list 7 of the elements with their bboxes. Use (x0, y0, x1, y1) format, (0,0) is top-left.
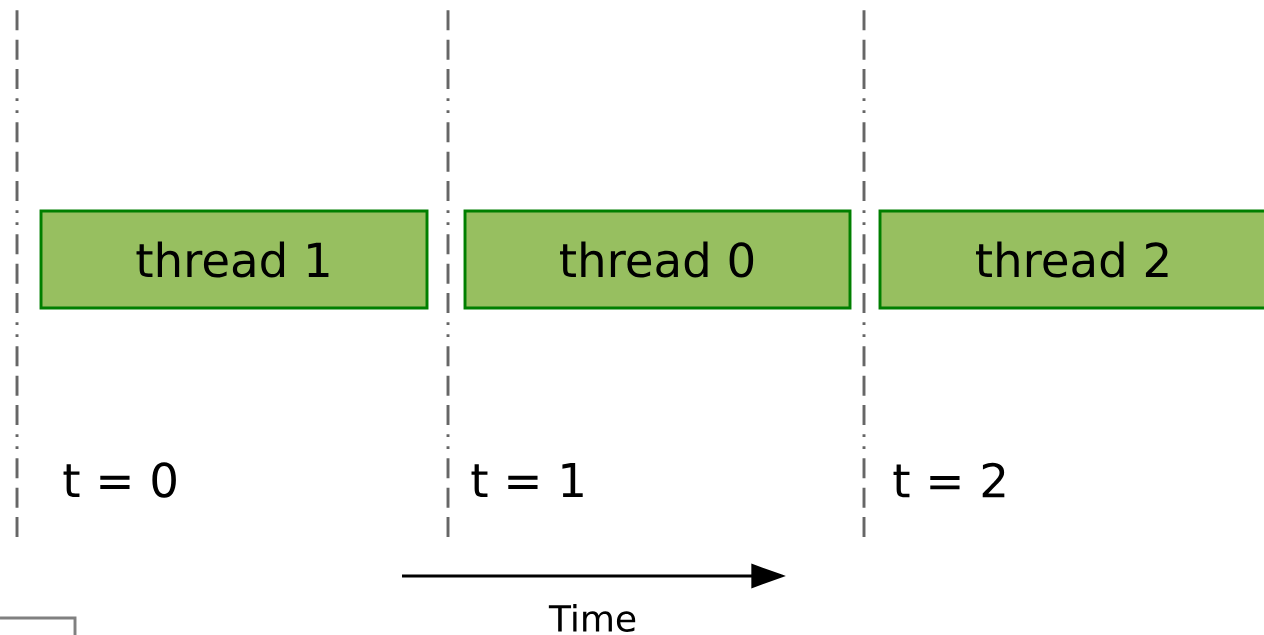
thread-box: thread 0 (463, 209, 852, 310)
thread-box: thread 2 (878, 209, 1264, 310)
time-label: Time (548, 604, 636, 632)
thread-box: thread 1 (39, 209, 429, 310)
time-step-label: t = 2 (893, 462, 1005, 498)
time-step-label: t = 1 (471, 463, 583, 497)
time-step-label: t = 0 (63, 462, 176, 498)
